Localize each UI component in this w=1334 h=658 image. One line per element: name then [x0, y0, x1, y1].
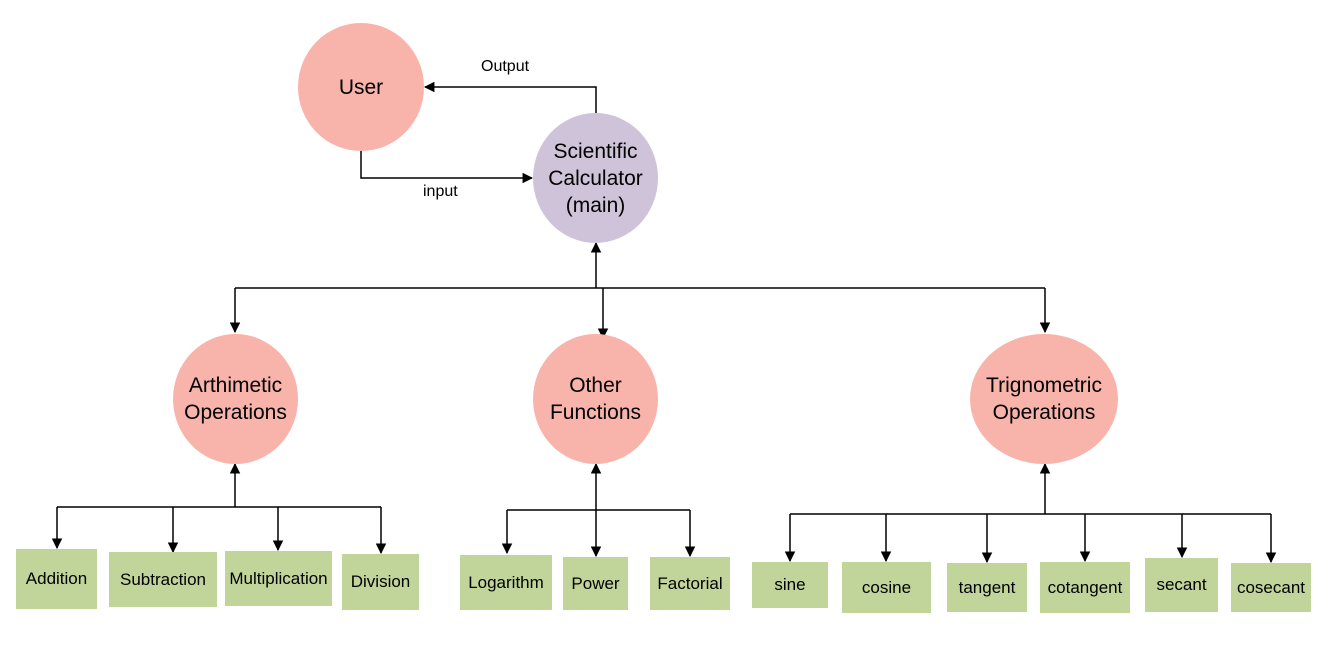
arithmetic-node-label: Arthimetic Operations	[184, 374, 287, 424]
main-node: Scientific Calculator (main)	[533, 113, 658, 243]
other-functions-node: Other Functions	[533, 334, 658, 464]
leaf-subtraction: Subtraction	[109, 552, 217, 607]
output-label: Output	[481, 58, 530, 75]
leaf-secant: secant	[1145, 558, 1218, 612]
trig-node-label: Trignometric Operations	[986, 374, 1102, 424]
user-node-label: User	[338, 75, 384, 99]
leaf-logarithm: Logarithm	[460, 555, 552, 610]
trig-node: Trignometric Operations	[970, 334, 1118, 464]
leaf-multiplication: Multiplication	[225, 551, 332, 606]
leaf-tangent: tangent	[947, 563, 1027, 612]
user-node: User	[298, 23, 424, 151]
leaf-addition: Addition	[16, 549, 97, 609]
edge-input	[360, 150, 534, 184]
edge-output	[423, 81, 597, 113]
main-node-label: Scientific Calculator (main)	[548, 139, 643, 217]
leaf-division: Division	[342, 554, 419, 610]
leaf-cosecant: cosecant	[1231, 563, 1311, 612]
other-functions-node-label: Other Functions	[549, 374, 642, 424]
leaf-cotangent: cotangent	[1040, 562, 1130, 613]
leaf-factorial: Factorial	[650, 557, 730, 610]
leaf-sine: sine	[752, 562, 828, 608]
arithmetic-node: Arthimetic Operations	[173, 334, 298, 464]
leaf-cosine: cosine	[842, 562, 931, 613]
input-label: input	[423, 183, 458, 200]
leaf-power: Power	[563, 557, 628, 610]
